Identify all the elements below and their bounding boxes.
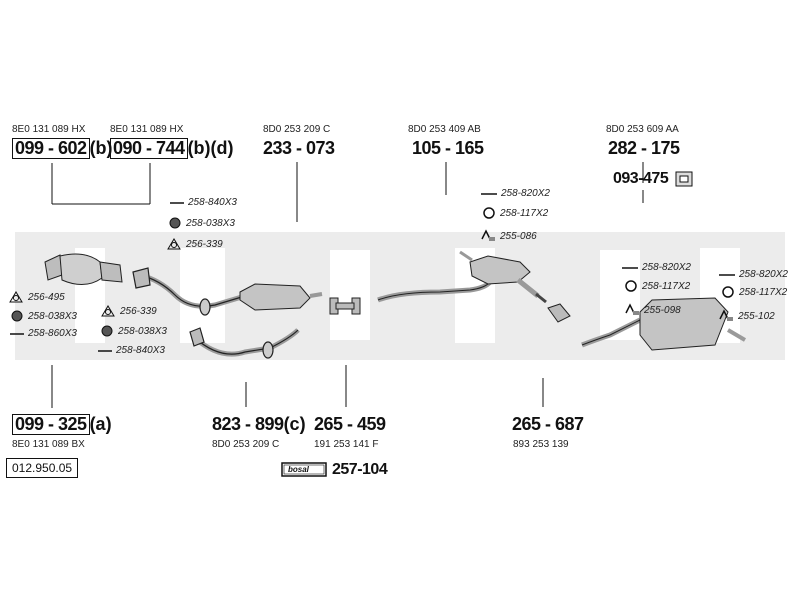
accessory-code: 256-339 <box>120 305 157 317</box>
accessory-code: 258-038X3 <box>118 325 167 337</box>
accessory-code: 258-117X2 <box>642 280 691 292</box>
accessory-code: 255-102 <box>738 310 775 322</box>
accessory-a13[interactable]: 258-820X2 <box>622 262 691 273</box>
oem-number-p4: 8D0 253 409 AB <box>408 124 481 135</box>
middle-silencer-part <box>377 250 547 304</box>
oem-number-p8: 8D0 253 209 C <box>212 439 280 450</box>
rear-silencer-part <box>581 297 747 351</box>
oem-number-p3: 8D0 253 209 C <box>263 124 331 135</box>
accessory-a5[interactable]: 258-038X3 <box>10 309 77 323</box>
accessory-code: 258-117X2 <box>500 207 549 219</box>
accessory-a16[interactable]: 258-820X2 <box>719 269 788 280</box>
bolt-icon <box>98 349 112 352</box>
accessory-code: 258-820X2 <box>501 188 550 199</box>
gasket-icon <box>101 305 115 317</box>
bolt-icon <box>170 201 184 204</box>
connector-part <box>547 303 571 323</box>
part-number-p4[interactable]: 105 - 165 <box>412 138 484 158</box>
front-silencer-part <box>239 283 323 311</box>
accessory-a2[interactable]: 258-038X3 <box>168 216 235 230</box>
part-number-p3[interactable]: 233 - 073 <box>263 138 335 158</box>
part-number-p9[interactable]: 265 - 459 <box>314 414 386 434</box>
oem-number-p5: 8D0 253 609 AA <box>606 124 679 135</box>
accessory-a3[interactable]: 256-339 <box>166 237 223 251</box>
part-number[interactable]: 099 - 602 <box>12 138 90 159</box>
accessory-code: 255-098 <box>644 304 681 316</box>
brand-label: bosal <box>288 465 309 474</box>
nut-icon <box>11 310 23 322</box>
washer-icon <box>722 286 734 298</box>
part-label-p1[interactable]: 099 - 602(b) <box>12 138 113 159</box>
gasket-icon <box>9 291 23 303</box>
diagram-reference: 012.950.05 <box>6 458 79 478</box>
oem-number-p2: 8E0 131 089 HX <box>110 124 184 135</box>
accessory-code: 258-820X2 <box>739 269 788 280</box>
bolt-icon <box>481 192 497 195</box>
gasket-icon <box>167 238 181 250</box>
accessory-a11[interactable]: 258-117X2 <box>482 206 548 220</box>
accessory-a6[interactable]: 258-860X3 <box>10 328 77 339</box>
accessory-code: 258-038X3 <box>186 217 235 229</box>
bolt-icon <box>719 273 735 276</box>
accessory-code: 258-038X3 <box>28 310 77 322</box>
part-label-p7[interactable]: 099 - 325(a) <box>12 414 112 435</box>
part-label-p2[interactable]: 090 - 744(b)(d) <box>110 138 234 159</box>
accessory-a10[interactable]: 258-820X2 <box>481 188 550 199</box>
nut-icon <box>101 325 113 337</box>
part-number-p5[interactable]: 282 - 175 <box>608 138 680 158</box>
bolt-icon <box>10 332 24 335</box>
bolt-icon <box>622 266 638 269</box>
accessory-a1[interactable]: 258-840X3 <box>170 197 237 208</box>
accessory-a17[interactable]: 258-117X2 <box>721 285 787 299</box>
accessory-code: 255-086 <box>500 230 537 242</box>
mounting-bracket-icon <box>675 171 693 187</box>
accessory-code: 256-339 <box>186 238 223 250</box>
accessory-code: 258-840X3 <box>188 197 237 208</box>
part-note: (b)(d) <box>187 138 234 158</box>
hanger-icon <box>625 303 639 315</box>
part-number[interactable]: 093-475 <box>613 170 669 187</box>
front-pipe-upper-part <box>132 267 246 316</box>
pipe-clamp-part <box>329 297 361 315</box>
oem-number-p1: 8E0 131 089 HX <box>12 124 86 135</box>
part-number[interactable]: 823 - 899 <box>212 414 284 434</box>
part-number-p11[interactable]: 257-104 <box>332 461 388 478</box>
part-label-p8[interactable]: 823 - 899(c) <box>212 414 306 435</box>
part-note: (b) <box>89 138 113 158</box>
oem-number-p9: 191 253 141 F <box>314 439 379 450</box>
oem-number-p7: 8E0 131 089 BX <box>12 439 85 450</box>
washer-icon <box>625 280 637 292</box>
washer-icon <box>483 207 495 219</box>
leader-lines <box>51 162 644 408</box>
accessory-a18[interactable]: 255-102 <box>718 309 775 323</box>
accessory-a4[interactable]: 256-495 <box>8 290 65 304</box>
part-number-p10[interactable]: 265 - 687 <box>512 414 584 434</box>
accessory-code: 256-495 <box>28 291 65 303</box>
accessory-a9[interactable]: 258-840X3 <box>98 345 165 356</box>
catalytic-converter-part <box>44 253 123 285</box>
oem-number-p10: 893 253 139 <box>513 439 569 450</box>
accessory-a14[interactable]: 258-117X2 <box>624 279 690 293</box>
accessory-code: 258-117X2 <box>739 286 788 298</box>
hanger-icon <box>719 309 733 321</box>
part-note: (a) <box>89 414 112 434</box>
accessory-code: 258-840X3 <box>116 345 165 356</box>
part-note: (c) <box>283 414 306 434</box>
bosal-logo-icon <box>281 462 327 477</box>
accessory-code: 258-820X2 <box>642 262 691 273</box>
part-number[interactable]: 099 - 325 <box>12 414 90 435</box>
nut-icon <box>169 217 181 229</box>
accessory-a8[interactable]: 258-038X3 <box>100 324 167 338</box>
accessory-a7[interactable]: 256-339 <box>100 304 157 318</box>
accessory-a12[interactable]: 255-086 <box>480 229 537 243</box>
accessory-code: 258-860X3 <box>28 328 77 339</box>
part-label-p6[interactable]: 093-475 <box>613 168 696 190</box>
part-number[interactable]: 090 - 744 <box>110 138 188 159</box>
front-pipe-lower-part <box>189 327 300 359</box>
accessory-a15[interactable]: 255-098 <box>624 303 681 317</box>
hanger-icon <box>481 229 495 241</box>
